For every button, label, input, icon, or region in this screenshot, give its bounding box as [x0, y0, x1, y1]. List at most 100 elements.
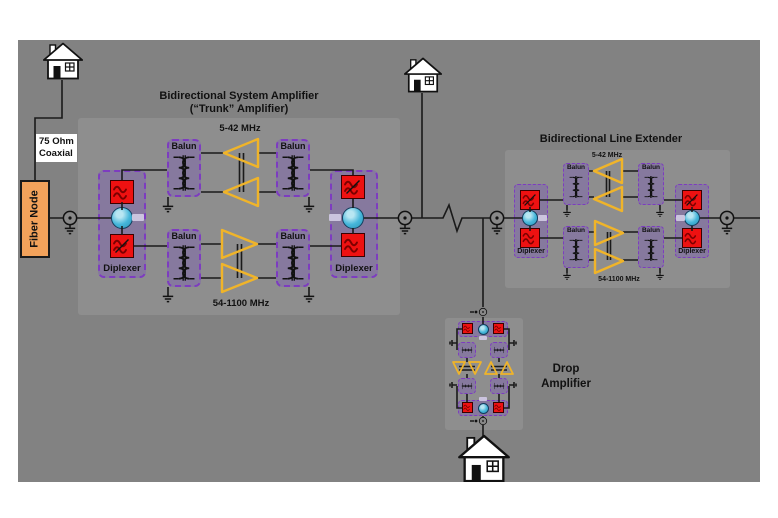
- transformer-icon: [281, 154, 305, 192]
- ground-icon: [491, 225, 503, 235]
- drop-balun-box: [458, 342, 476, 358]
- coax-wires: [34, 80, 760, 436]
- ground-icon: [399, 225, 411, 235]
- ground-icon: [655, 273, 665, 280]
- trunk-upstream-band-label: 5-42 MHz: [219, 123, 261, 134]
- trunk-title-line2: (“Trunk” Amplifier): [189, 103, 289, 116]
- balun-label: Balun: [566, 227, 586, 234]
- hfc-network-diagram: Fiber Node 75 Ohm Coaxial: [18, 40, 760, 482]
- transformer-icon: [172, 154, 196, 192]
- house-icon: [404, 57, 442, 93]
- downstream-amp-icon: [220, 228, 259, 260]
- house-icon: [43, 42, 83, 80]
- connector-icon: [62, 210, 78, 226]
- connector-icon: [397, 210, 413, 226]
- connector-icon: [489, 210, 505, 226]
- downstream-amp-icon: [593, 219, 625, 247]
- balun-label: Balun: [280, 231, 306, 241]
- balun-label: Balun: [171, 231, 197, 241]
- port-tab: [538, 215, 547, 221]
- transformer-icon: [461, 346, 473, 354]
- diplexer-common-port: [478, 324, 489, 335]
- le-downstream-band-label: 54-1100 MHz: [598, 276, 640, 283]
- port-tab: [329, 214, 341, 221]
- upstream-amp-icon: [222, 176, 260, 208]
- trunk-amplifier-title: Bidirectional System Amplifier (“Trunk” …: [114, 90, 364, 116]
- wave-filter-icon: [344, 238, 358, 253]
- wave-filter-icon: [344, 179, 361, 195]
- drop-amplifier-title: Drop Amplifier: [524, 362, 608, 392]
- port-tab: [676, 215, 685, 221]
- balun-label: Balun: [641, 227, 661, 234]
- wave-filter-icon: [113, 238, 130, 254]
- transformer-icon: [644, 175, 658, 199]
- wave-filter-icon: [684, 193, 699, 207]
- port-tab: [479, 336, 487, 340]
- amplifier-triangle-icons: [220, 137, 625, 294]
- transformer-icon: [461, 382, 473, 390]
- port-tab: [479, 397, 487, 401]
- wiring-layer: [34, 42, 760, 482]
- ground-icon: [162, 293, 174, 303]
- upstream-amp-icon: [222, 137, 260, 169]
- le-balun-box-tl: [563, 163, 589, 205]
- transformer-icon: [569, 238, 583, 262]
- diplexer-common-port: [478, 403, 489, 414]
- house-icon: [458, 434, 510, 482]
- downstream-amp-icon: [220, 262, 259, 294]
- ground-icon: [64, 225, 76, 235]
- drop-title-line1: Drop: [552, 363, 580, 375]
- le-balun-box-bl: [563, 226, 589, 268]
- ground-icon: [162, 203, 174, 213]
- balun-label: Balun: [280, 141, 306, 151]
- drop-balun-box: [458, 378, 476, 394]
- port-tab: [132, 214, 144, 221]
- balun-label: Balun: [566, 164, 586, 171]
- downstream-amp-icon: [593, 247, 625, 275]
- drop-balun-box: [490, 378, 508, 394]
- ground-icon: [655, 210, 665, 217]
- drop-amp-triangles: [452, 361, 514, 375]
- le-balun-box-br: [638, 226, 664, 268]
- transformer-icon: [493, 382, 505, 390]
- trunk-balun-box-bl: [167, 229, 201, 287]
- ground-icon: [721, 225, 733, 235]
- line-extender-title: Bidirectional Line Extender: [539, 133, 683, 145]
- connector-icon: [719, 210, 735, 226]
- connector-icon: [478, 307, 488, 317]
- wave-filter-icon: [494, 325, 501, 333]
- coax-label-line2: Coaxial: [39, 147, 73, 159]
- connector-icon: [478, 416, 488, 426]
- wave-filter-icon: [494, 404, 501, 412]
- balun-label: Balun: [171, 141, 197, 151]
- wave-filter-icon: [684, 232, 697, 245]
- drop-title-line2: Amplifier: [541, 377, 591, 390]
- transformer-icon: [644, 238, 658, 262]
- wave-filter-icon: [463, 404, 470, 412]
- wave-filter-icon: [522, 193, 537, 207]
- trunk-title-line1: Bidirectional System Amplifier: [159, 90, 319, 102]
- le-upstream-band-label: 5-42 MHz: [591, 152, 623, 159]
- trunk-downstream-band-label: 54-1100 MHz: [212, 298, 270, 309]
- diplexer-label: Diplexer: [103, 263, 141, 274]
- upstream-amp-icon: [484, 361, 498, 375]
- downstream-amp-icon: [468, 361, 482, 375]
- wave-filter-icon: [463, 325, 470, 333]
- ground-icon: [562, 210, 572, 217]
- upstream-amp-icon: [592, 185, 624, 213]
- fiber-node: Fiber Node: [20, 180, 50, 258]
- diplexer-label: Diplexer: [335, 263, 373, 274]
- transformer-icon: [172, 244, 196, 282]
- transformer-icon: [569, 175, 583, 199]
- ground-icon: [562, 273, 572, 280]
- diplexer-label: Diplexer: [678, 248, 706, 255]
- drop-balun-box: [490, 342, 508, 358]
- transformer-icon: [281, 244, 305, 282]
- upstream-amp-icon: [500, 361, 514, 375]
- transformer-icon: [493, 346, 505, 354]
- coax-cable-label: 75 Ohm Coaxial: [36, 134, 77, 162]
- diplexer-label: Diplexer: [517, 248, 545, 255]
- ground-icon: [303, 293, 315, 303]
- wave-filter-icon: [113, 185, 127, 200]
